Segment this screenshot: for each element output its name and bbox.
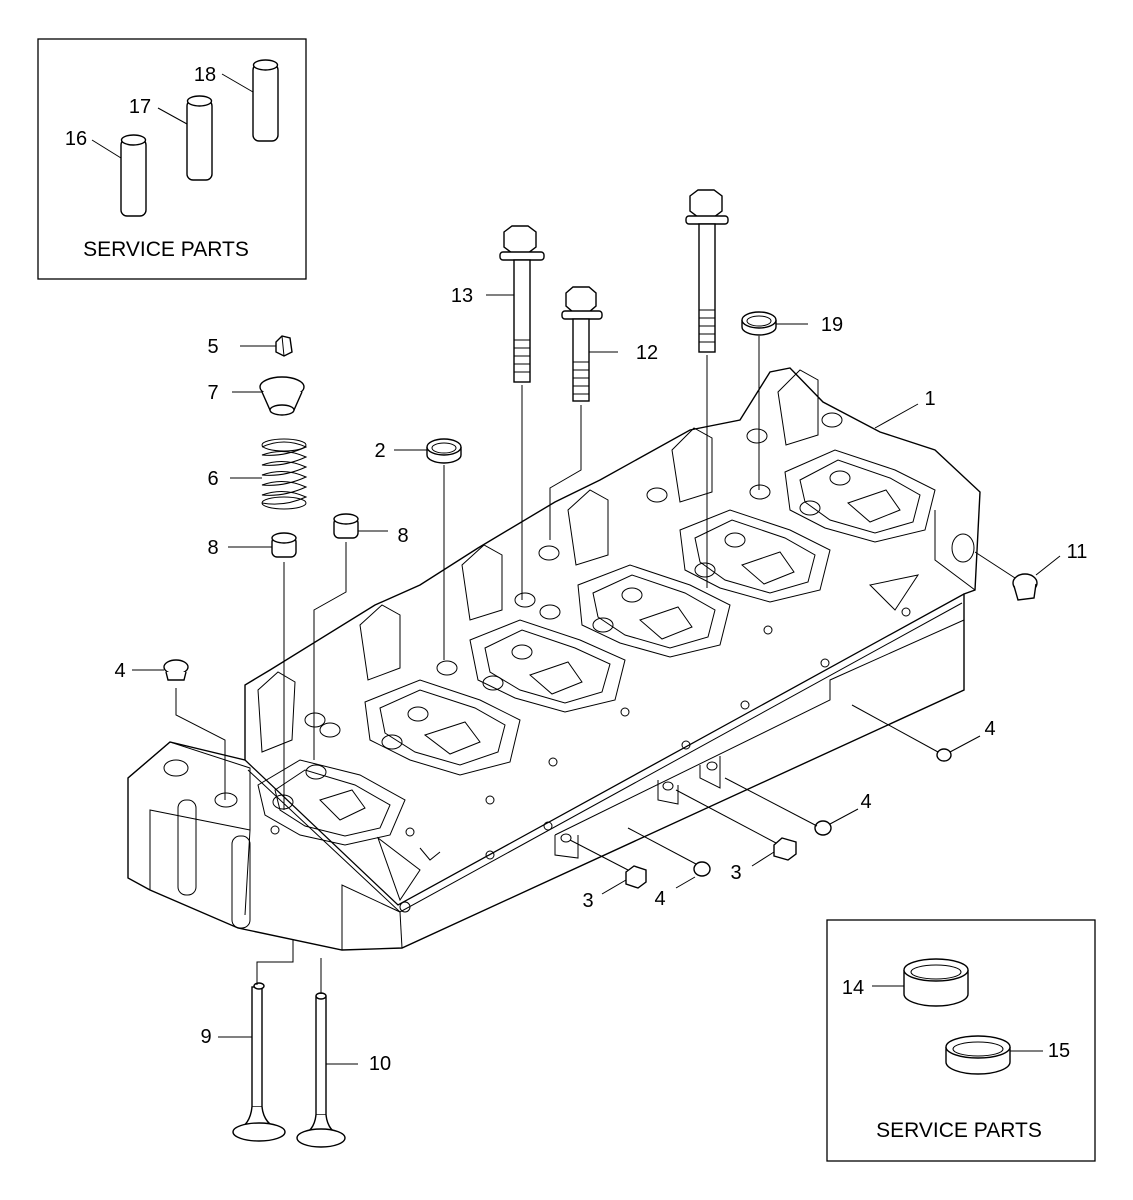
callout-14: 14 (842, 977, 864, 999)
service-parts-box-bottom-frame (826, 919, 1096, 1162)
callout-13: 13 (451, 285, 473, 307)
callout-7: 7 (207, 382, 218, 404)
callout-11: 11 (1067, 541, 1088, 563)
rocker-housing-6 (784, 449, 936, 543)
service-parts-box-top: SERVICE PARTS (37, 38, 307, 280)
part-17-valve-guide[interactable] (157, 95, 213, 181)
callout-8-left: 8 (207, 537, 218, 559)
part-19-seal-ring[interactable] (741, 311, 808, 490)
part-14-valve-seat-insert[interactable] (872, 958, 969, 1007)
callout-6: 6 (207, 468, 218, 490)
part-5-valve-keeper[interactable] (240, 335, 293, 357)
part-16-valve-guide[interactable] (91, 134, 147, 217)
service-parts-box-bottom: SERVICE PARTS (826, 919, 1096, 1162)
callout-19: 19 (821, 314, 843, 336)
callout-1: 1 (924, 388, 935, 410)
callout-10: 10 (369, 1053, 391, 1075)
rocker-housing-3 (469, 619, 626, 713)
part-9-intake-valve[interactable] (218, 940, 294, 1142)
callout-4-top-left: 4 (114, 660, 125, 682)
callout-16: 16 (65, 128, 87, 150)
callout-4-right: 4 (984, 718, 995, 740)
part-15-valve-seat-insert[interactable] (945, 1035, 1043, 1075)
callout-4-mid: 4 (860, 791, 871, 813)
part-6-valve-spring[interactable] (230, 438, 308, 510)
rocker-housing-1 (257, 759, 406, 846)
callout-18: 18 (194, 64, 216, 86)
part-8-valve-stem-seal-left[interactable] (228, 532, 297, 810)
callout-3-left: 3 (582, 890, 593, 912)
callout-17: 17 (129, 96, 151, 118)
service-parts-box-bottom-title: SERVICE PARTS (876, 1119, 1042, 1142)
rocker-housing-2 (364, 679, 521, 776)
rocker-housing-4 (577, 564, 731, 658)
part-3-bolt-right[interactable] (675, 789, 797, 867)
part-4-plug-right[interactable] (851, 704, 981, 762)
callout-4-bottom: 4 (654, 888, 665, 910)
part-4-plug-bottom[interactable] (627, 827, 711, 889)
part-8-valve-stem-seal-right[interactable] (313, 513, 388, 760)
rocker-housing-5 (679, 509, 831, 603)
callout-12: 12 (636, 342, 658, 364)
part-1-cylinder-head[interactable] (127, 367, 981, 951)
part-7-spring-retainer[interactable] (232, 376, 305, 416)
part-12-head-bolt[interactable] (549, 286, 618, 540)
part-2-seal-ring[interactable] (394, 438, 462, 660)
service-parts-box-top-frame (37, 38, 307, 280)
part-18-valve-guide[interactable] (221, 59, 279, 142)
part-4-plug-mid[interactable] (724, 777, 859, 836)
part-4-plug-top-left[interactable] (132, 659, 226, 800)
callout-15: 15 (1048, 1040, 1070, 1062)
callout-2: 2 (374, 440, 385, 462)
part-3-bolt-left[interactable] (569, 839, 647, 895)
part-13-head-bolt[interactable] (486, 225, 545, 600)
callout-5: 5 (207, 336, 218, 358)
service-parts-box-top-title: SERVICE PARTS (83, 238, 249, 261)
callout-9: 9 (200, 1026, 211, 1048)
callout-8-right: 8 (397, 525, 408, 547)
part-10-exhaust-valve[interactable] (296, 958, 358, 1148)
callout-3-right: 3 (730, 862, 741, 884)
part-11-plug[interactable] (974, 551, 1061, 601)
head-bolt-long[interactable] (685, 189, 729, 588)
